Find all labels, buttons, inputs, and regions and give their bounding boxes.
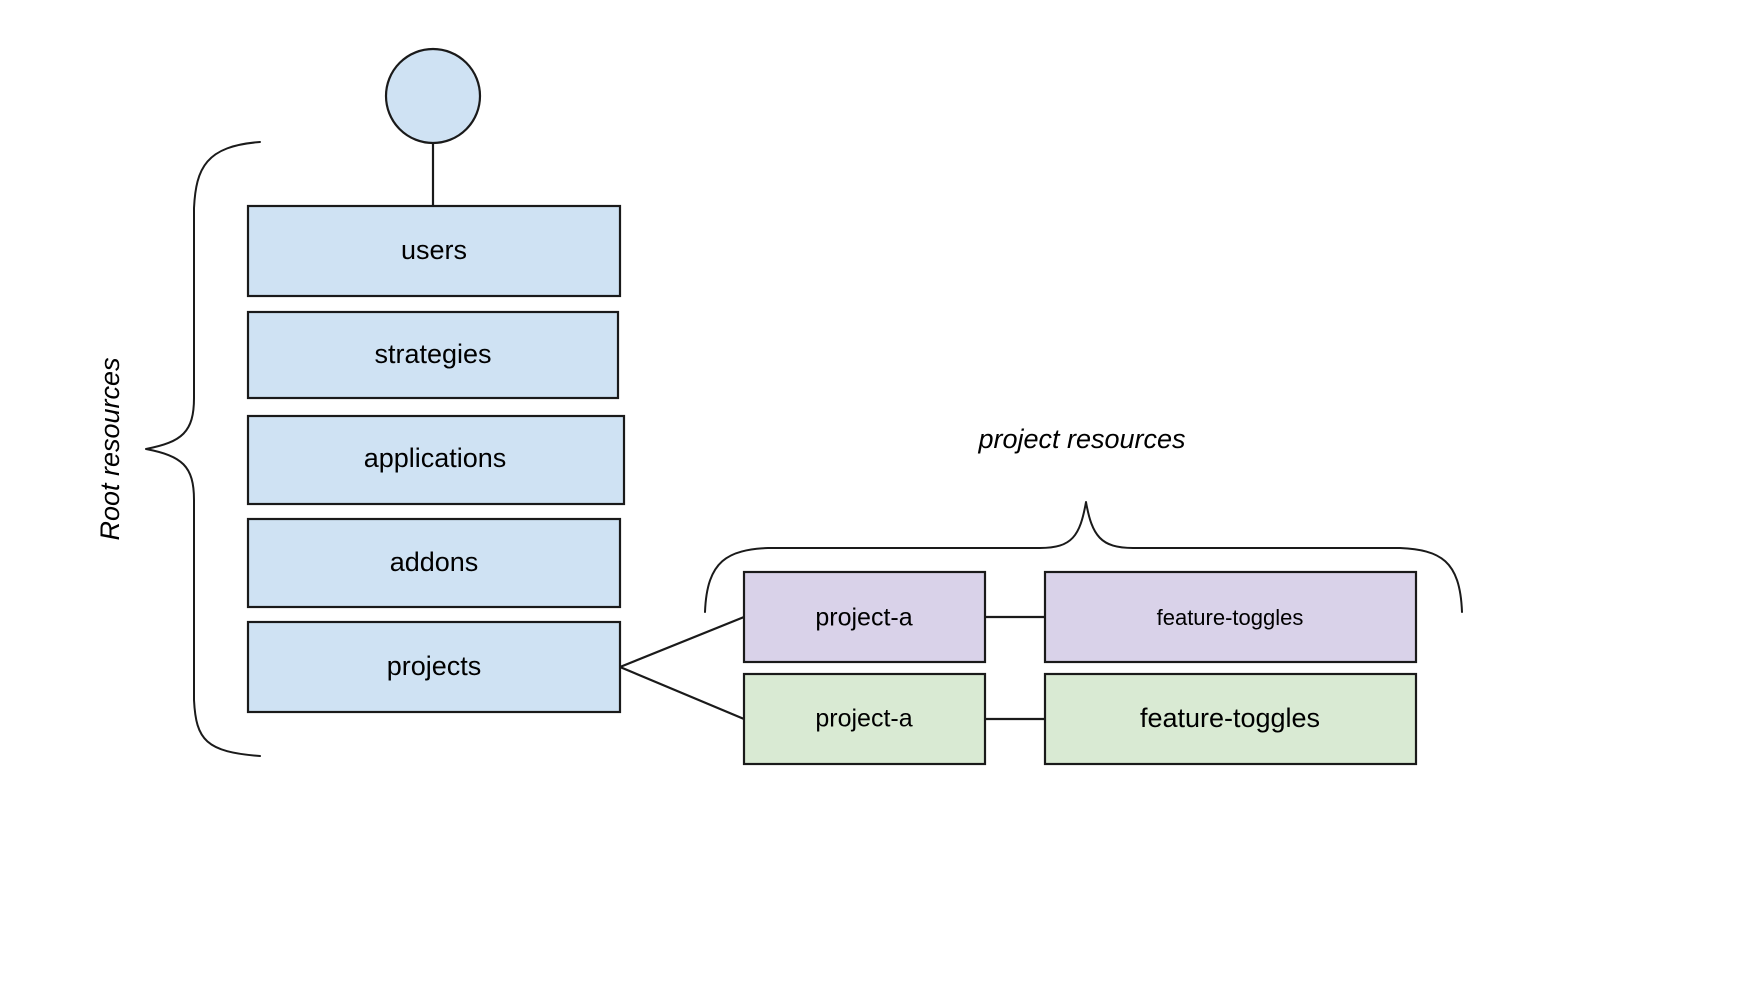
node-applications[interactable]: applications bbox=[246, 414, 626, 506]
node-addons-label: addons bbox=[390, 547, 479, 577]
root-resources-label: Root resources bbox=[95, 357, 125, 540]
root-resources-group: users strategies applications addons pro… bbox=[246, 204, 626, 714]
project-row-1: project-a feature-toggles bbox=[742, 570, 1418, 664]
node-strategies-label: strategies bbox=[374, 339, 491, 369]
node-projects-rect[interactable] bbox=[246, 620, 622, 714]
node-users-rect[interactable] bbox=[246, 204, 622, 298]
node-project-a-2-rect[interactable] bbox=[742, 672, 987, 766]
node-addons-rect[interactable] bbox=[246, 517, 622, 609]
node-project-a-2-label: project-a bbox=[815, 705, 912, 733]
node-projects-label: projects bbox=[387, 651, 482, 681]
node-project-a-1-label: project-a bbox=[815, 604, 912, 632]
node-feature-toggles-1-label: feature-toggles bbox=[1157, 605, 1304, 630]
node-applications-label: applications bbox=[364, 443, 507, 473]
project-row-2: project-a feature-toggles bbox=[742, 672, 1418, 766]
node-feature-toggles-1-rect[interactable] bbox=[1043, 570, 1418, 664]
project-resources-brace bbox=[704, 501, 1463, 613]
node-feature-toggles-2-rect[interactable] bbox=[1043, 672, 1418, 766]
node-addons[interactable]: addons bbox=[246, 517, 622, 609]
edge-projects-to-row-1 bbox=[618, 615, 746, 669]
edge-projects-to-row-2 bbox=[618, 665, 746, 721]
node-users[interactable]: users bbox=[246, 204, 622, 298]
node-strategies[interactable]: strategies bbox=[246, 310, 620, 400]
project-resources-label: project resources bbox=[977, 424, 1185, 454]
root-resources-brace bbox=[145, 141, 261, 757]
node-projects[interactable]: projects bbox=[246, 620, 622, 714]
project-rows-group: project-a feature-toggles project-a feat… bbox=[742, 570, 1418, 766]
node-feature-toggles-2-label: feature-toggles bbox=[1140, 703, 1320, 733]
node-strategies-rect[interactable] bbox=[246, 310, 620, 400]
node-users-label: users bbox=[401, 235, 467, 265]
root-node-circle[interactable] bbox=[384, 47, 482, 145]
node-applications-rect[interactable] bbox=[246, 414, 626, 506]
node-project-a-1-rect[interactable] bbox=[742, 570, 987, 664]
